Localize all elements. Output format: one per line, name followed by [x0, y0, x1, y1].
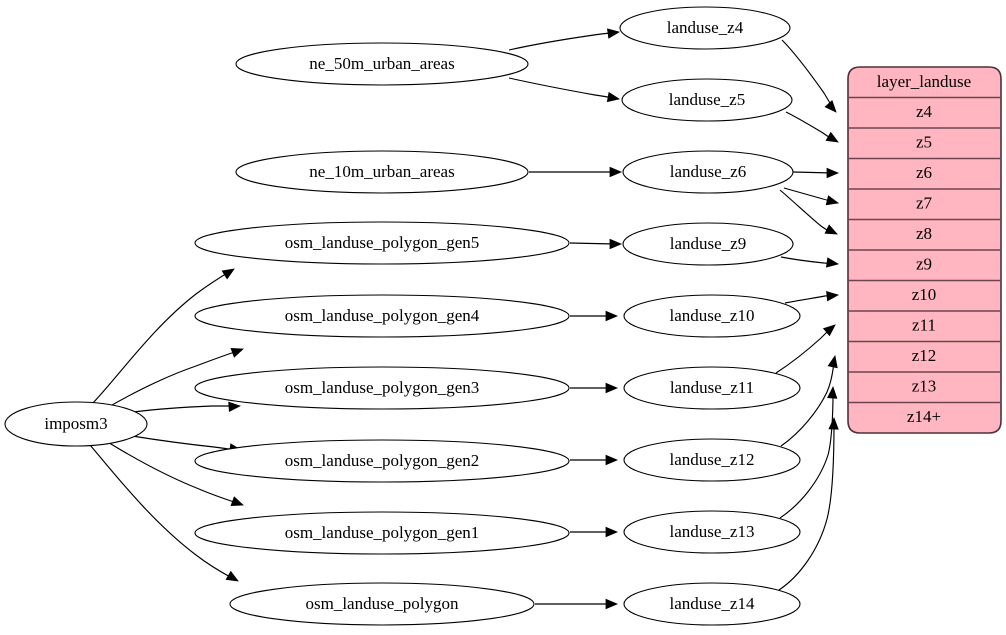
- layer-table-row-z12[interactable]: z12: [912, 346, 937, 365]
- node-imposm3[interactable]: imposm3: [4, 401, 148, 447]
- layer-table-dividers: [848, 96, 1001, 404]
- node-ne-10m-urban-areas-label: ne_10m_urban_areas: [309, 162, 454, 181]
- node-osm-landuse-polygon-gen1-label: osm_landuse_polygon_gen1: [285, 523, 480, 542]
- edge-imposm3-to-gen3: [132, 401, 241, 413]
- layer-table-row-z8[interactable]: z8: [916, 224, 932, 243]
- layer-landuse-table[interactable]: layer_landuse z4 z5 z6 z7 z8 z9 z10 z11 …: [847, 66, 1002, 434]
- node-landuse-z4-label: landuse_z4: [667, 18, 744, 37]
- node-landuse-z5[interactable]: landuse_z5: [621, 78, 793, 122]
- edge-landuse-z6-to-row-z8: [779, 189, 840, 239]
- node-osm-landuse-polygon-gen2[interactable]: osm_landuse_polygon_gen2: [194, 439, 570, 483]
- node-osm-landuse-polygon-gen2-label: osm_landuse_polygon_gen2: [285, 451, 480, 470]
- edge-imposm3-to-osm-landuse-polygon: [89, 444, 241, 586]
- node-ne-10m-urban-areas[interactable]: ne_10m_urban_areas: [235, 150, 529, 194]
- layer-table-header: layer_landuse: [877, 72, 971, 91]
- node-osm-landuse-polygon-gen1[interactable]: osm_landuse_polygon_gen1: [194, 511, 570, 555]
- edge-gen2-to-landuse-z12: [570, 454, 618, 466]
- node-landuse-z11[interactable]: landuse_z11: [623, 366, 801, 410]
- node-landuse-z9[interactable]: landuse_z9: [622, 222, 794, 266]
- layer-table-row-z9[interactable]: z9: [916, 254, 932, 273]
- node-ne-50m-urban-areas[interactable]: ne_50m_urban_areas: [235, 42, 529, 86]
- edge-landuse-z4-to-row-z4: [781, 39, 840, 116]
- node-landuse-z5-label: landuse_z5: [669, 90, 745, 109]
- layer-table-row-z5[interactable]: z5: [916, 132, 932, 151]
- edge-landuse-z10-to-row-z10: [784, 290, 839, 304]
- layer-table-row-z7[interactable]: z7: [916, 193, 933, 212]
- node-landuse-z4[interactable]: landuse_z4: [619, 6, 791, 50]
- layer-table-row-z6[interactable]: z6: [916, 163, 932, 182]
- node-osm-landuse-polygon[interactable]: osm_landuse_polygon: [229, 582, 535, 626]
- edge-landuse-z9-to-row-z9: [780, 256, 840, 269]
- layer-table-row-z10[interactable]: z10: [912, 285, 937, 304]
- node-osm-landuse-polygon-label: osm_landuse_polygon: [306, 594, 459, 613]
- source-nodes-layer: imposm3 ne_50m_urban_areas ne_10m_urban_…: [4, 42, 570, 626]
- edge-osmpoly-to-landuse-z14: [535, 599, 618, 609]
- node-landuse-z14-label: landuse_z14: [670, 594, 755, 613]
- node-landuse-z9-label: landuse_z9: [670, 234, 746, 253]
- layer-table-row-z11[interactable]: z11: [912, 315, 936, 334]
- edge-landuse-z13-to-row-z13: [779, 386, 838, 519]
- node-landuse-z6[interactable]: landuse_z6: [622, 150, 794, 194]
- edge-landuse-z6-to-row-z7: [783, 187, 840, 208]
- edge-gen1-to-landuse-z13: [570, 527, 618, 537]
- edge-landuse-z14-to-row-z14plus: [778, 417, 839, 591]
- node-landuse-z11-label: landuse_z11: [670, 378, 754, 397]
- edge-gen3-to-landuse-z11: [570, 382, 618, 394]
- node-osm-landuse-polygon-gen3[interactable]: osm_landuse_polygon_gen3: [194, 366, 570, 410]
- node-ne-50m-urban-areas-label: ne_50m_urban_areas: [309, 54, 454, 73]
- layer-table-row-z13[interactable]: z13: [912, 376, 937, 395]
- edge-gen5-to-landuse-z9: [569, 238, 622, 250]
- node-landuse-z13[interactable]: landuse_z13: [623, 510, 801, 554]
- node-landuse-z12-label: landuse_z12: [670, 450, 755, 469]
- node-landuse-z14[interactable]: landuse_z14: [623, 582, 801, 626]
- edges-layer: [89, 27, 841, 609]
- node-landuse-z12[interactable]: landuse_z12: [623, 438, 801, 482]
- edge-ne10m-to-landuse-z6: [529, 166, 622, 178]
- node-imposm3-label: imposm3: [44, 414, 107, 433]
- edge-ne50m-to-landuse-z5: [508, 77, 621, 104]
- node-landuse-z10[interactable]: landuse_z10: [623, 294, 801, 338]
- edge-imposm3-to-gen1: [105, 440, 245, 510]
- node-osm-landuse-polygon-gen3-label: osm_landuse_polygon_gen3: [285, 378, 480, 397]
- layer-table-row-z14plus[interactable]: z14+: [907, 407, 941, 426]
- node-landuse-z10-label: landuse_z10: [670, 306, 755, 325]
- edge-imposm3-to-gen4: [104, 344, 245, 410]
- edge-landuse-z12-to-row-z12: [780, 354, 840, 447]
- edge-landuse-z5-to-row-z5: [785, 111, 841, 147]
- node-landuse-z13-label: landuse_z13: [670, 522, 755, 541]
- node-osm-landuse-polygon-gen5-label: osm_landuse_polygon_gen5: [285, 233, 480, 252]
- edge-ne50m-to-landuse-z4: [508, 27, 621, 51]
- edge-landuse-z6-to-row-z6: [792, 167, 839, 179]
- node-osm-landuse-polygon-gen5[interactable]: osm_landuse_polygon_gen5: [194, 221, 570, 265]
- edge-imposm3-to-gen5: [91, 264, 237, 405]
- edge-landuse-z11-to-row-z11: [775, 321, 839, 374]
- node-landuse-z6-label: landuse_z6: [670, 162, 746, 181]
- node-osm-landuse-polygon-gen4[interactable]: osm_landuse_polygon_gen4: [194, 294, 570, 338]
- node-osm-landuse-polygon-gen4-label: osm_landuse_polygon_gen4: [285, 306, 480, 325]
- landuse-nodes-layer: landuse_z4 landuse_z5 landuse_z6 landuse…: [619, 6, 801, 626]
- layer-table-row-z4[interactable]: z4: [916, 102, 933, 121]
- edge-gen4-to-landuse-z10: [570, 310, 618, 322]
